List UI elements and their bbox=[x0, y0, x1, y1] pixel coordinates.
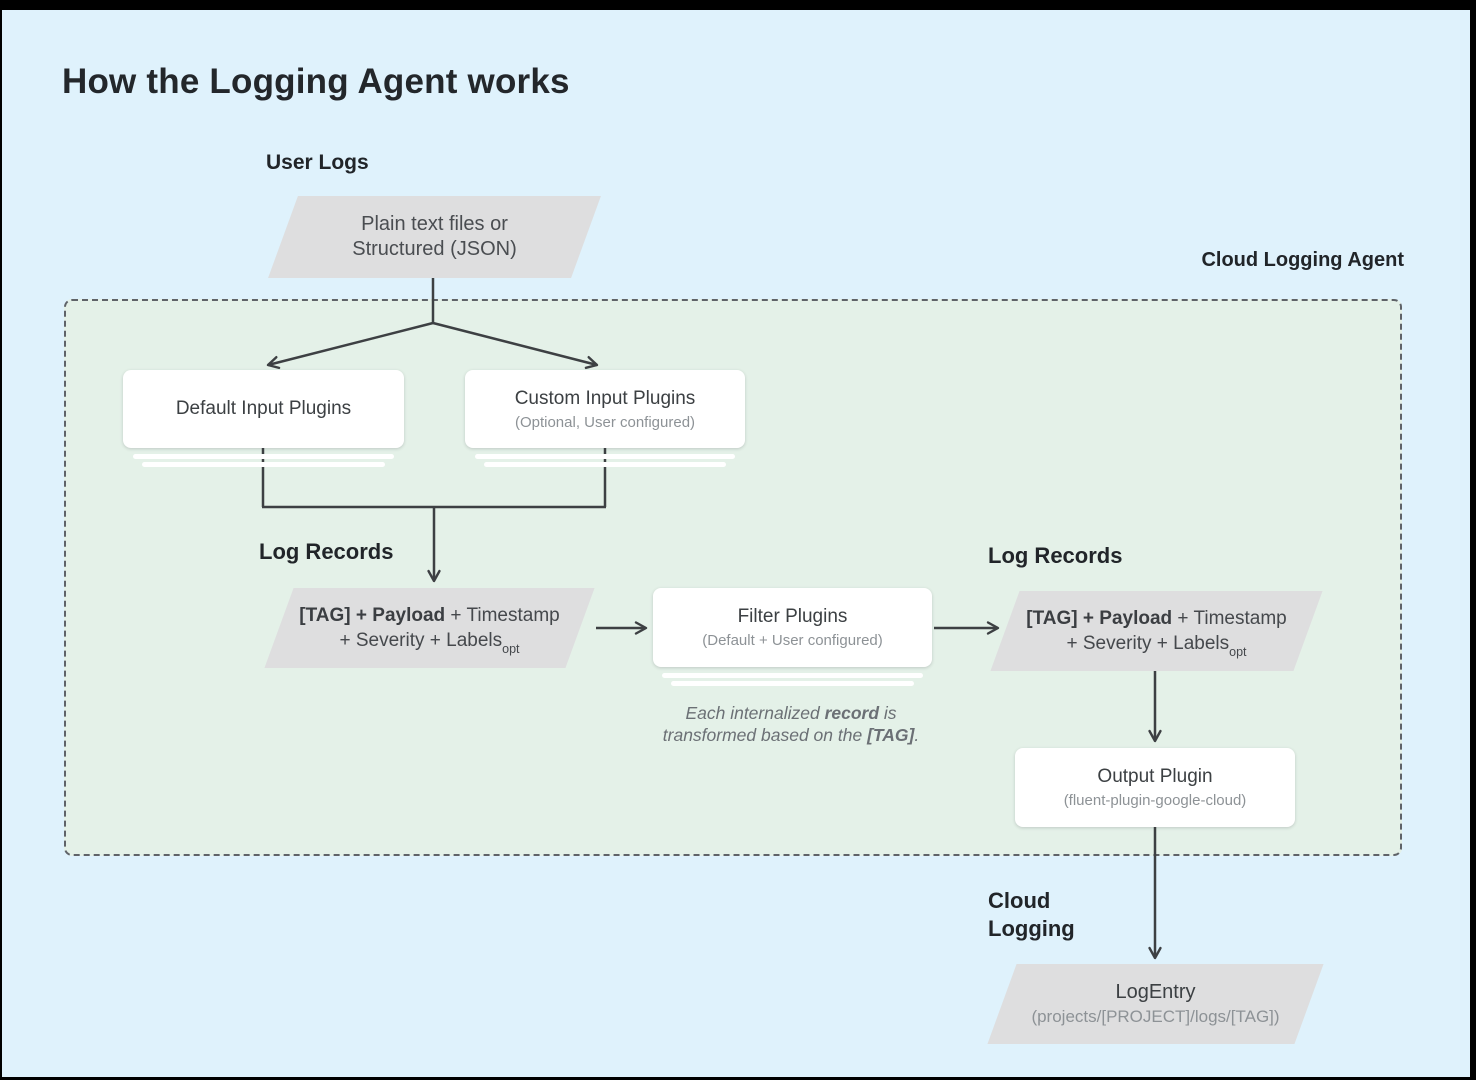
diagram-canvas: How the Logging Agent works User Logs Cl… bbox=[2, 10, 1470, 1077]
user-logs-line2: Structured (JSON) bbox=[352, 238, 517, 260]
default-input-stack-bar-1 bbox=[133, 454, 394, 459]
custom-input-plugins-node: Custom Input Plugins (Optional, User con… bbox=[465, 370, 745, 448]
note-text: transformed based on the bbox=[662, 725, 868, 745]
log-record-parallelogram-right: [TAG] + Payload + Timestamp + Severity +… bbox=[1005, 591, 1308, 671]
cloud-logging-label: Cloud Logging bbox=[988, 888, 1075, 941]
log-record-line1: [TAG] + Payload + Timestamp bbox=[1026, 606, 1286, 631]
page-title: How the Logging Agent works bbox=[62, 62, 570, 101]
output-plugin-title: Output Plugin bbox=[1097, 766, 1213, 787]
log-record-rest: + Timestamp bbox=[445, 605, 560, 626]
transform-note-line2: transformed based on the [TAG]. bbox=[640, 724, 942, 746]
filter-stack-bar-2 bbox=[671, 681, 914, 686]
default-input-plugins-node: Default Input Plugins bbox=[123, 370, 404, 448]
filter-plugins-title: Filter Plugins bbox=[737, 606, 848, 627]
log-record-line2: + Severity + Labelsopt bbox=[339, 628, 520, 656]
filter-plugins-node: Filter Plugins (Default + User configure… bbox=[653, 588, 932, 667]
log-records-label-left: Log Records bbox=[259, 539, 394, 564]
filter-stack-bar-1 bbox=[662, 673, 923, 678]
transform-note: Each internalized record is transformed … bbox=[640, 702, 942, 746]
log-entry-subtitle: (projects/[PROJECT]/logs/[TAG]) bbox=[1031, 1007, 1280, 1026]
connector-arrows bbox=[261, 278, 1162, 960]
log-entry-title: LogEntry bbox=[1115, 981, 1196, 1003]
default-input-stack-bar-2 bbox=[142, 462, 385, 467]
log-record-line2-text: + Severity + Labels bbox=[1066, 633, 1230, 654]
log-entry-parallelogram: LogEntry (projects/[PROJECT]/logs/[TAG]) bbox=[1002, 964, 1309, 1044]
user-logs-parallelogram: Plain text files or Structured (JSON) bbox=[283, 196, 586, 278]
output-plugin-subtitle: (fluent-plugin-google-cloud) bbox=[1063, 792, 1247, 809]
log-record-line2: + Severity + Labelsopt bbox=[1066, 631, 1247, 659]
default-input-plugins-title: Default Input Plugins bbox=[175, 398, 352, 419]
filter-plugins-subtitle: (Default + User configured) bbox=[702, 632, 883, 649]
window-frame-left bbox=[0, 0, 2, 1080]
log-record-parallelogram-left: [TAG] + Payload + Timestamp + Severity +… bbox=[279, 588, 580, 668]
window-frame-right bbox=[1470, 0, 1476, 1080]
user-logs-line1: Plain text files or bbox=[361, 213, 508, 235]
log-record-rest: + Timestamp bbox=[1172, 608, 1287, 629]
custom-input-plugins-subtitle: (Optional, User configured) bbox=[514, 413, 696, 431]
custom-input-stack-bar-1 bbox=[475, 454, 735, 459]
note-bold-tag: [TAG] bbox=[867, 725, 915, 745]
custom-input-plugins-title: Custom Input Plugins bbox=[514, 387, 696, 409]
log-record-line2-text: + Severity + Labels bbox=[339, 630, 503, 651]
log-record-opt-subscript: opt bbox=[1229, 644, 1247, 659]
transform-note-line1: Each internalized record is bbox=[640, 702, 942, 724]
log-record-bold: [TAG] + Payload bbox=[299, 605, 446, 626]
note-text: . bbox=[914, 725, 920, 745]
cloud-logging-agent-label: Cloud Logging Agent bbox=[1201, 249, 1404, 271]
note-text: is bbox=[879, 703, 897, 723]
log-records-label-right: Log Records bbox=[988, 543, 1123, 568]
output-plugin-node: Output Plugin (fluent-plugin-google-clou… bbox=[1015, 748, 1295, 827]
window-frame-bottom bbox=[0, 1077, 1476, 1080]
custom-input-stack-bar-2 bbox=[484, 462, 726, 467]
window-frame-top bbox=[0, 0, 1476, 10]
note-text: Each internalized bbox=[685, 703, 825, 723]
log-record-line1: [TAG] + Payload + Timestamp bbox=[299, 603, 559, 628]
log-record-bold: [TAG] + Payload bbox=[1026, 608, 1173, 629]
log-record-opt-subscript: opt bbox=[502, 641, 520, 656]
user-logs-label: User Logs bbox=[266, 151, 369, 174]
note-bold-record: record bbox=[824, 703, 880, 723]
